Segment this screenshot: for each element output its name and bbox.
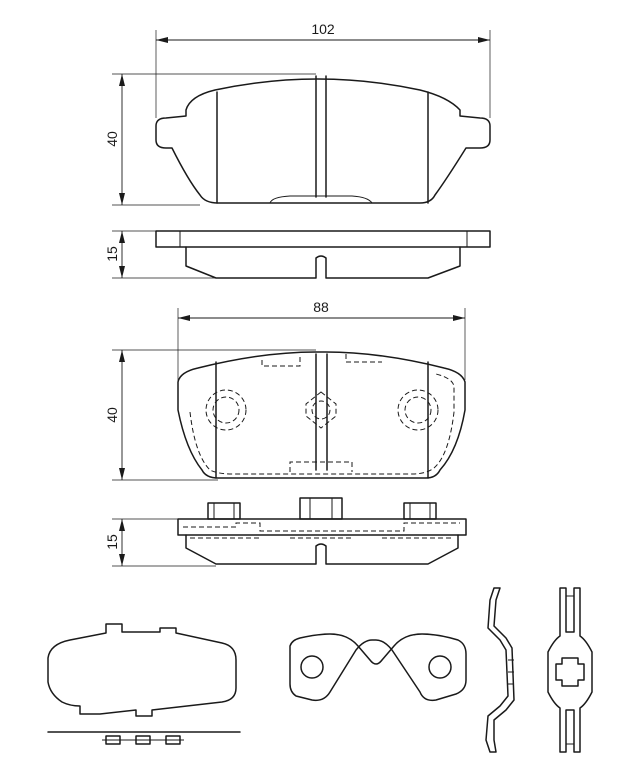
shim-plate — [47, 623, 241, 745]
thickness-top-label: 15 — [104, 246, 120, 262]
thickness-bottom-label: 15 — [104, 534, 120, 550]
dimension-width-top: 102 — [155, 21, 491, 118]
pad-2-front-view — [177, 351, 466, 479]
pad-1-front-view — [155, 75, 491, 204]
height-top-label: 40 — [104, 131, 120, 147]
dimension-thickness-top: 15 — [104, 230, 216, 279]
spring-clip — [485, 587, 515, 753]
width-top-label: 102 — [311, 21, 335, 37]
dimension-height-top: 40 — [104, 73, 316, 206]
pad-2-side-view — [177, 497, 467, 565]
dimension-width-bottom: 88 — [177, 299, 466, 400]
anti-rattle-clip — [547, 587, 593, 753]
dimension-height-bottom: 40 — [104, 349, 316, 481]
dimension-thickness-bottom: 15 — [104, 518, 216, 567]
pad-1-side-view — [155, 230, 491, 279]
width-bottom-label: 88 — [313, 299, 329, 315]
height-bottom-label: 40 — [104, 407, 120, 423]
bracket — [289, 633, 467, 702]
